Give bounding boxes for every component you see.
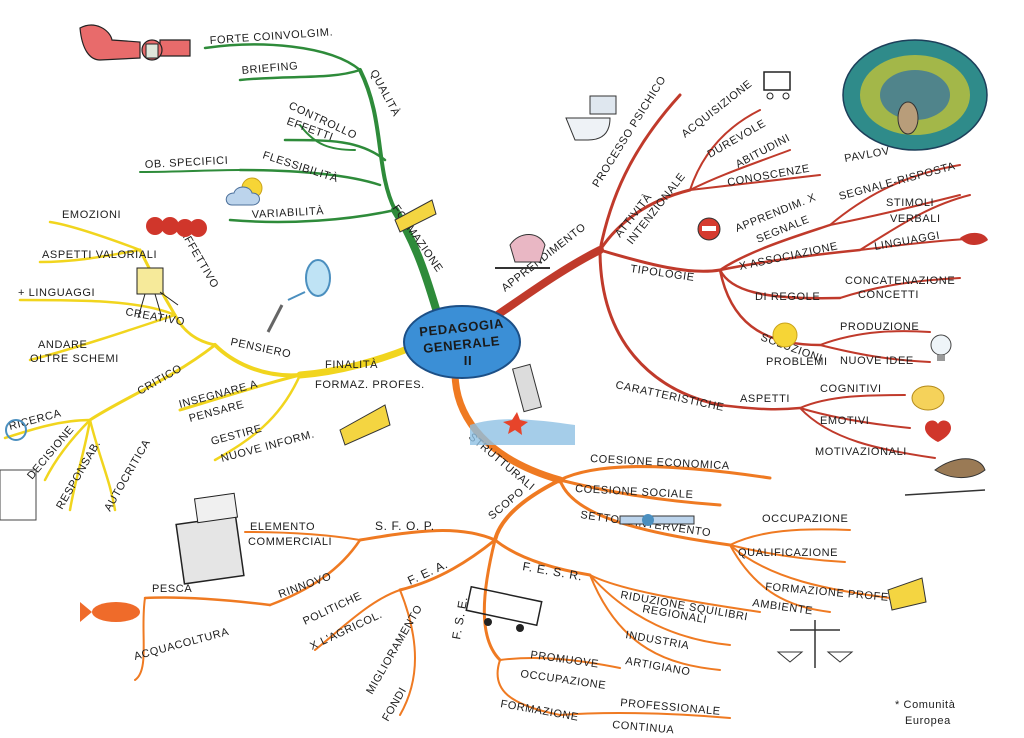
verbali-label: VERBALI	[890, 213, 941, 225]
peacock-icon	[842, 39, 988, 151]
key-icon	[619, 514, 695, 526]
associazione-label: X ASSOCIAZIONE	[738, 240, 839, 273]
motivazionali-label: MOTIVAZIONALI	[815, 446, 907, 458]
acquacoltura-label: ACQUACOLTURA	[133, 626, 231, 663]
hearts-icon	[146, 217, 207, 237]
pensiero-label: PENSIERO	[229, 336, 292, 361]
ob-specifici-label: OB. SPECIFICI	[145, 155, 229, 171]
flessibilita-label: FLESSIBILITÀ	[261, 148, 340, 185]
footnote: * Comunità Europea	[895, 699, 956, 727]
train-icon	[465, 585, 543, 632]
promuove-label: PROMUOVE	[530, 649, 600, 670]
industria-label: INDUSTRIA	[624, 629, 690, 652]
emozioni-label: EMOZIONI	[62, 209, 121, 221]
commerciali-label: COMMERCIALI	[248, 536, 332, 548]
decisione-label: DECISIONE	[25, 424, 77, 482]
yellow-branch: FINALITÀ FORMAZ. PROFES. INSEGNARE A PEN…	[3, 209, 425, 514]
stimoli-label: STIMOLI	[886, 197, 934, 209]
ambiente-label: AMBIENTE	[752, 597, 814, 617]
concatenazione-label: CONCATENAZIONE	[845, 275, 955, 287]
problemi-label: PROBLEMI	[766, 356, 828, 368]
scales-icon	[776, 620, 854, 668]
fish-icon	[80, 602, 140, 622]
sfop-label: S. F. O. P.	[375, 519, 435, 533]
tongue-icon	[960, 232, 988, 245]
emotivi-label: EMOTIVI	[820, 415, 869, 427]
center-title-line3: II	[464, 353, 472, 368]
critico-label: CRITICO	[136, 362, 185, 397]
bird-icon	[904, 458, 986, 496]
qualificazione-label: QUALIFICAZIONE	[738, 547, 838, 559]
fea-label: F. E. A.	[405, 557, 450, 588]
di-regole-label: DI REGOLE	[755, 291, 820, 303]
andare-label: ANDARE	[38, 339, 87, 351]
heart-icon	[925, 420, 951, 442]
sinking-ship-icon	[470, 363, 575, 445]
oltre-schemi-label: OLTRE SCHEMI	[30, 353, 119, 365]
linguaggi-r-label: LINGUAGGI	[873, 230, 941, 253]
formaz-profes-label: FORMAZ. PROFES.	[315, 379, 425, 391]
toilet-icon	[565, 95, 617, 141]
fesr-label: F. E. S. R.	[521, 559, 583, 583]
formazione-label: FORMAZIONE	[499, 698, 579, 724]
cart-icon	[763, 71, 791, 100]
coesione-sociale-label: COESIONE SOCIALE	[575, 483, 694, 501]
linguaggi-label: + LINGUAGGI	[18, 287, 95, 299]
sun-icon	[772, 322, 798, 348]
produzione-label: PRODUZIONE	[840, 321, 919, 333]
artigiano-label: ARTIGIANO	[624, 655, 691, 678]
concetti-label: CONCETTI	[858, 289, 919, 301]
pesca-label: PESCA	[152, 583, 192, 595]
magnifier-icon	[266, 259, 331, 333]
affettivo-label: AFFETTIVO	[177, 228, 220, 291]
coesione-economica-label: COESIONE ECONOMICA	[590, 453, 730, 472]
aspetti-label: ASPETTI	[740, 393, 790, 405]
autocritica-label: AUTOCRITICA	[102, 437, 153, 513]
finalita-label: FINALITÀ	[325, 358, 378, 371]
aspetti-valoriali-label: ASPETTI VALORIALI	[42, 249, 157, 261]
bulb-icon	[930, 334, 952, 361]
green-branch: FORMAZIONE QUALITÀ FORTE COINVOLGIM. BRI…	[139, 26, 445, 326]
briefing-label: BRIEFING	[241, 60, 299, 77]
teapot-icon	[495, 234, 550, 269]
pointing-hand-icon	[0, 419, 37, 521]
continua-label: CONTINUA	[612, 719, 675, 736]
stop-sign-icon	[697, 217, 721, 241]
rinnovo-label: RINNOVO	[277, 571, 333, 601]
cash-register-icon	[175, 492, 245, 585]
center-node: PEDAGOGIA GENERALE II	[403, 305, 521, 379]
brain-icon	[911, 385, 945, 411]
pavlov-label: PAVLOV	[843, 145, 890, 165]
footnote-line1: * Comunità	[895, 699, 956, 711]
cheese-icon	[339, 199, 927, 611]
elemento-label: ELEMENTO	[250, 521, 315, 533]
starfish-icon	[503, 412, 528, 435]
cognitivi-label: COGNITIVI	[820, 383, 882, 395]
footnote-line2: Europea	[905, 715, 951, 727]
sun-cloud-icon	[225, 177, 263, 206]
occupazione2-label: OCCUPAZIONE	[520, 668, 607, 692]
occupazione-label: OCCUPAZIONE	[762, 513, 848, 525]
nuove-idee-label: NUOVE IDEE	[840, 355, 914, 367]
easel-icon	[136, 267, 179, 319]
variabilita-label: VARIABILITÀ	[251, 204, 324, 221]
handshake-icon	[79, 24, 191, 61]
